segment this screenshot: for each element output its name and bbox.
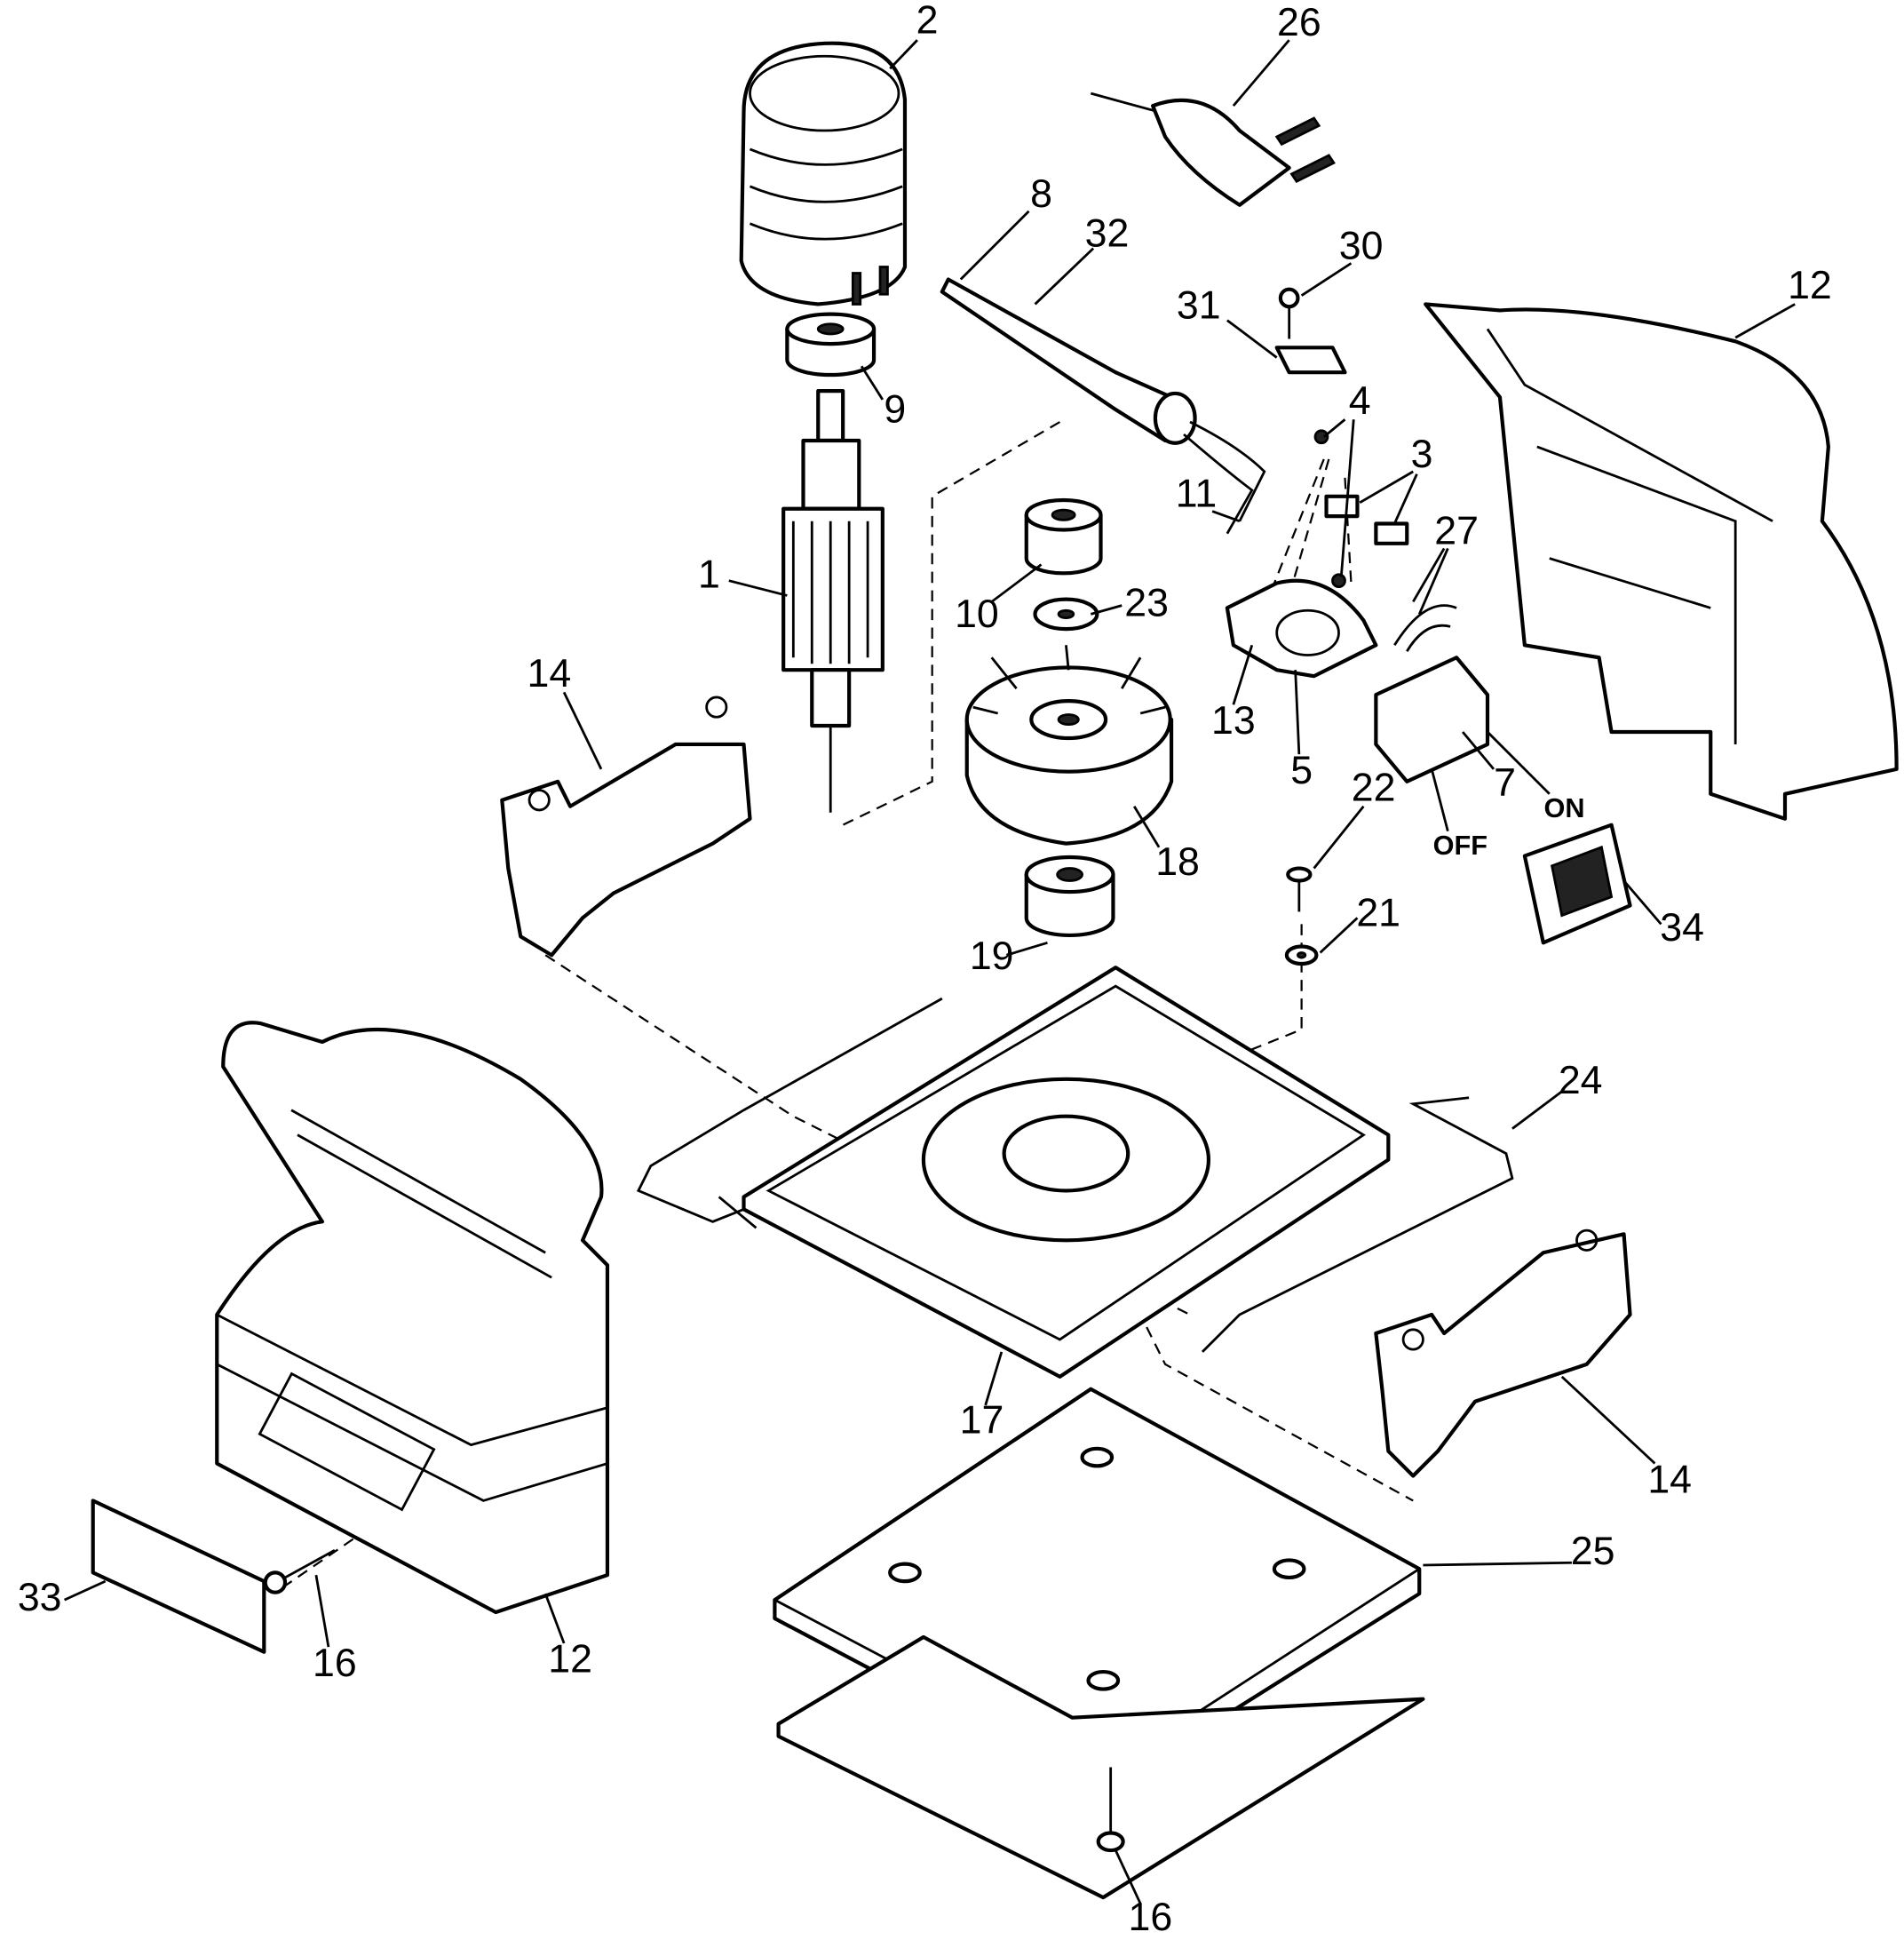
bearing-19 [1024,855,1115,937]
part-number-label: 10 [955,592,999,636]
base-plate [742,966,1391,1379]
leader-lines [64,39,1796,1904]
part-number-label: 23 [1124,581,1169,624]
fan [964,645,1174,846]
part-number-label: 3 [1411,433,1433,476]
on-off-switch [1374,604,1490,783]
washer-23 [1033,597,1099,632]
part-number-label: 7 [1494,761,1516,805]
part-number-label: 31 [1177,283,1221,327]
part-number-label: 12 [548,1638,592,1682]
part-number-label: 34 [1660,906,1704,950]
part-number-label: 30 [1339,224,1384,267]
field-coil [739,41,908,306]
screw-22 [1286,866,1313,912]
part-number-label: 18 [1155,840,1200,884]
part-number-label: 9 [884,388,906,432]
washer-21 [1284,944,1319,966]
brush-holder [1225,578,1378,679]
cord-clamp [1274,287,1347,375]
part-number-label: 12 [1788,264,1832,307]
armature [781,389,885,813]
part-number-label: 21 [1356,891,1400,934]
switch-position-label: OFF [1433,830,1488,861]
screw-16-left [263,1549,336,1594]
nameplate-label [91,1499,266,1654]
housing-half-right [1424,302,1899,821]
screw-16-bottom [1096,1767,1125,1853]
sanding-sheet [776,1634,1425,1900]
part-number-label: 25 [1571,1530,1615,1573]
brushes [1313,429,1409,589]
part-number-label: 14 [1647,1458,1692,1501]
housing-half-left [215,1021,610,1615]
foot-bracket-left [500,696,752,958]
part-number-label: 33 [18,1576,62,1619]
switch-cover [1522,823,1632,945]
part-number-label: 13 [1211,699,1256,743]
part-number-label: 4 [1349,379,1371,423]
part-number-label: 17 [960,1398,1004,1442]
switch-actuator [940,277,1266,535]
part-number-label: 5 [1290,749,1313,792]
part-number-label: 19 [970,934,1014,978]
bearing-10 [1024,497,1103,576]
part-number-label: 11 [1176,473,1217,516]
switch-position-label: ON [1544,792,1585,823]
bearing-9 [785,312,877,378]
part-number-label: 27 [1434,509,1479,553]
part-number-label: 2 [916,0,939,42]
foot-bracket-right [1374,1228,1632,1478]
part-number-label: 32 [1085,211,1130,255]
part-number-label: 16 [1128,1896,1172,1939]
part-number-label: 22 [1352,766,1396,809]
part-number-label: 16 [313,1642,357,1685]
part-number-label: 24 [1559,1059,1603,1102]
power-cord-plug [1090,91,1336,207]
part-number-label: 26 [1277,1,1321,44]
part-number-label: 1 [698,553,720,596]
part-number-label: 8 [1030,172,1052,216]
spring-wire-right [1201,1096,1514,1353]
spring-wire-left [636,997,943,1229]
part-number-label: 14 [528,652,572,696]
